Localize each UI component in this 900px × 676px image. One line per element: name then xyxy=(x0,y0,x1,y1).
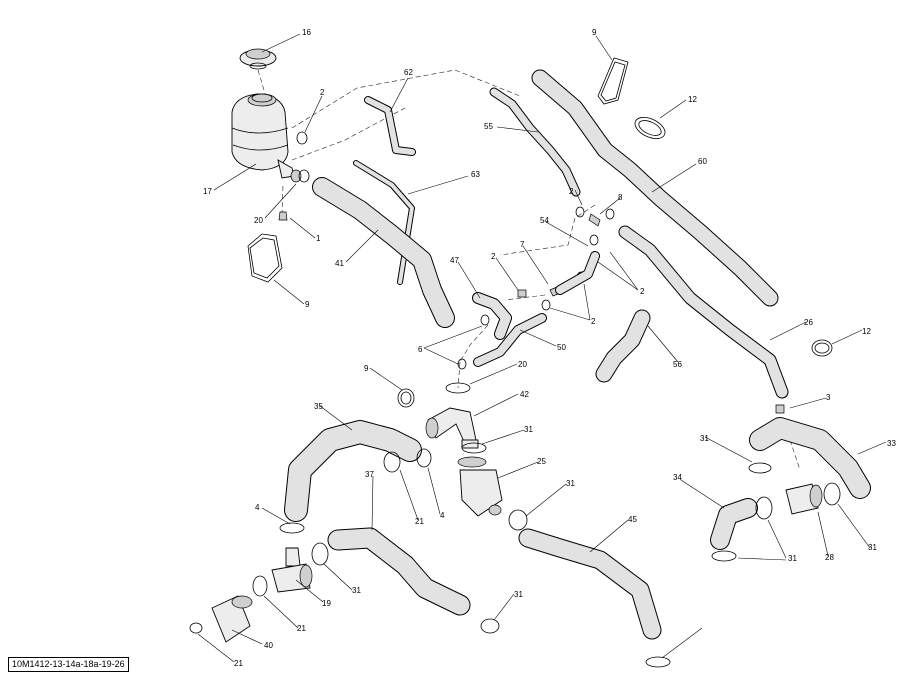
callout-60: 60 xyxy=(698,157,707,166)
callout-37: 37 xyxy=(365,470,374,479)
callout-9: 9 xyxy=(364,364,369,373)
hose-clamps xyxy=(189,382,841,668)
callout-20: 20 xyxy=(254,216,263,225)
callout-6: 6 xyxy=(418,345,423,354)
callout-21: 21 xyxy=(234,659,243,668)
callout-26: 26 xyxy=(804,318,813,327)
callout-54: 54 xyxy=(540,216,549,225)
callout-3: 3 xyxy=(826,393,831,402)
assembly-guide-lines xyxy=(257,69,801,471)
callout-31: 31 xyxy=(700,434,709,443)
callout-41: 41 xyxy=(335,259,344,268)
callout-31: 31 xyxy=(868,543,877,552)
callout-2: 2 xyxy=(640,287,645,296)
callout-17: 17 xyxy=(203,187,212,196)
callout-2: 2 xyxy=(491,252,496,261)
callout-55: 55 xyxy=(484,122,493,131)
callout-35: 35 xyxy=(314,402,323,411)
callout-21: 21 xyxy=(415,517,424,526)
callout-12: 12 xyxy=(688,95,697,104)
callout-7: 7 xyxy=(520,240,525,249)
callout-8: 8 xyxy=(618,193,623,202)
callout-1: 1 xyxy=(316,234,321,243)
leader-lines xyxy=(197,33,887,663)
callout-33: 33 xyxy=(887,439,896,448)
callout-2: 2 xyxy=(569,187,574,196)
callout-47: 47 xyxy=(450,256,459,265)
coolant-reservoir xyxy=(231,93,302,183)
callout-63: 63 xyxy=(471,170,480,179)
callout-9: 9 xyxy=(592,28,597,37)
small-clamps xyxy=(278,131,785,414)
callout-20: 20 xyxy=(518,360,527,369)
callout-31: 31 xyxy=(524,425,533,434)
callout-40: 40 xyxy=(264,641,273,650)
callout-42: 42 xyxy=(520,390,529,399)
callout-21: 21 xyxy=(297,624,306,633)
radiator-cap xyxy=(239,48,277,70)
callout-25: 25 xyxy=(537,457,546,466)
callout-9: 9 xyxy=(305,300,310,309)
callout-31: 31 xyxy=(788,554,797,563)
callout-31: 31 xyxy=(352,586,361,595)
hoses xyxy=(284,69,871,640)
drawing-reference-code: 10M1412-13-14a-18a-19-26 xyxy=(8,657,129,672)
callout-50: 50 xyxy=(557,343,566,352)
callout-2: 2 xyxy=(591,317,596,326)
callout-28: 28 xyxy=(825,553,834,562)
callout-56: 56 xyxy=(673,360,682,369)
callout-12: 12 xyxy=(862,327,871,336)
callout-62: 62 xyxy=(404,68,413,77)
callout-31: 31 xyxy=(566,479,575,488)
callout-2: 2 xyxy=(320,88,325,97)
callout-4: 4 xyxy=(255,503,260,512)
callout-19: 19 xyxy=(322,599,331,608)
callout-31: 31 xyxy=(514,590,523,599)
gaskets xyxy=(247,57,833,408)
callout-4: 4 xyxy=(440,511,445,520)
callout-34: 34 xyxy=(673,473,682,482)
callout-labels: 16 2 17 20 1 9 41 62 63 55 9 12 60 2 8 5… xyxy=(203,28,896,668)
callout-45: 45 xyxy=(628,515,637,524)
callout-16: 16 xyxy=(302,28,311,37)
fittings xyxy=(211,407,823,643)
